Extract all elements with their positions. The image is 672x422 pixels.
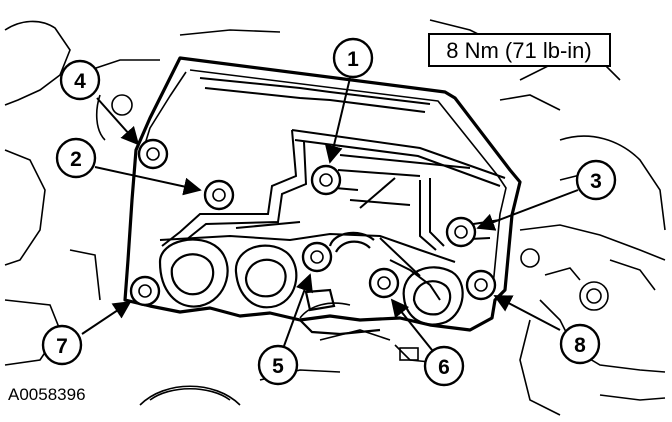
callout-number: 3 bbox=[590, 170, 602, 193]
bolt bbox=[310, 164, 342, 196]
bolt-group bbox=[129, 138, 497, 307]
bolt bbox=[301, 241, 333, 273]
leader-line-8 bbox=[493, 295, 561, 331]
callout-4: 4 bbox=[59, 59, 101, 101]
callout-1: 1 bbox=[332, 37, 374, 79]
callout-6: 6 bbox=[423, 345, 465, 387]
callout-number: 6 bbox=[438, 356, 450, 379]
bolt bbox=[465, 269, 497, 301]
callout-7: 7 bbox=[41, 324, 83, 366]
callout-number: 7 bbox=[56, 335, 68, 358]
transmission-case-outline bbox=[4, 19, 666, 416]
callout-8: 8 bbox=[559, 323, 601, 365]
leader-line-3 bbox=[476, 189, 579, 231]
leader-line-4 bbox=[96, 97, 140, 146]
callout-number: 2 bbox=[70, 148, 82, 171]
bolt bbox=[137, 138, 169, 170]
callout-3: 3 bbox=[575, 159, 617, 201]
cover-bore-features bbox=[158, 231, 464, 336]
leader-line-5 bbox=[283, 273, 313, 347]
callouts: 1 2 3 4 5 6 7 8 bbox=[41, 37, 617, 387]
bolt bbox=[129, 275, 161, 307]
leader-line-2 bbox=[94, 166, 202, 196]
leader-line-1 bbox=[324, 77, 351, 164]
bolt bbox=[368, 267, 400, 299]
callout-5: 5 bbox=[257, 344, 299, 386]
callout-number: 5 bbox=[272, 355, 284, 378]
leader-line-7 bbox=[81, 301, 132, 335]
figure-reference: A0058396 bbox=[8, 385, 86, 404]
bolt bbox=[445, 216, 477, 248]
callout-number: 4 bbox=[74, 70, 86, 93]
callout-2: 2 bbox=[55, 137, 97, 179]
leader-line-6 bbox=[390, 298, 433, 351]
torque-spec-label: 8 Nm (71 lb-in) bbox=[446, 38, 591, 63]
bolt bbox=[203, 179, 235, 211]
callout-number: 1 bbox=[347, 48, 359, 71]
leader-lines bbox=[81, 77, 579, 351]
torque-spec-box: 8 Nm (71 lb-in) bbox=[428, 33, 611, 67]
callout-number: 8 bbox=[574, 334, 586, 357]
